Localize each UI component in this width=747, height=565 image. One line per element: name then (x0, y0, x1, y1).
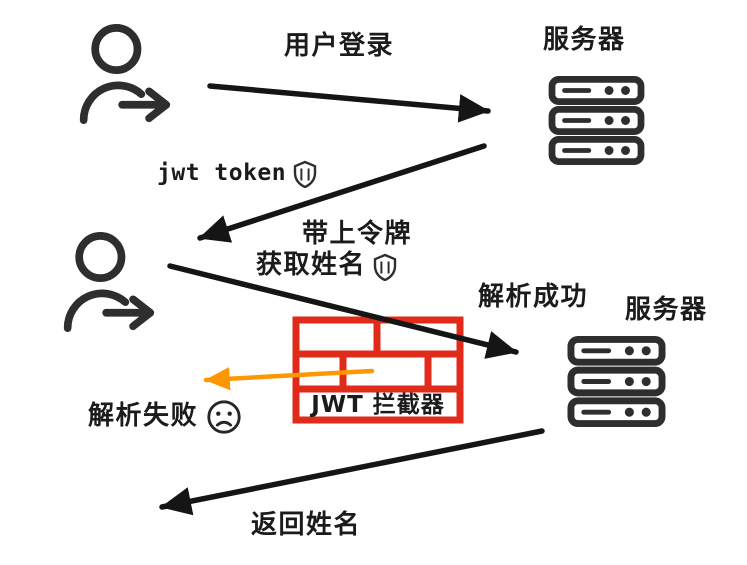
arrow-request (167, 263, 519, 359)
parse-fail-text: 解析失败 (88, 401, 199, 432)
sad-face-icon (207, 400, 241, 434)
server-icon (571, 339, 662, 423)
server-top-label: 服务器 (543, 25, 626, 55)
parse-fail-label: 解析失败 (88, 398, 243, 436)
shield-icon (373, 253, 397, 281)
arrow-return (159, 428, 545, 516)
interceptor-label: JWT 拦截器 (311, 392, 445, 418)
parse-success-label: 解析成功 (478, 282, 589, 312)
jwt-token-label: jwt token (157, 158, 317, 188)
brick-wall-icon (292, 316, 464, 424)
arrow-jwt-token (197, 143, 487, 243)
arrow-login (207, 83, 491, 123)
server-icon (552, 79, 641, 161)
login-label: 用户登录 (284, 31, 395, 61)
request-label-line2: 获取姓名 (256, 250, 397, 281)
request-line2-text: 获取姓名 (256, 250, 367, 281)
jwt-token-text: jwt token (157, 159, 287, 186)
user-icon (84, 28, 167, 120)
server-right-label: 服务器 (625, 295, 708, 325)
user-icon (68, 236, 151, 328)
request-label-line1: 带上令牌 (302, 219, 413, 249)
arrow-parse-fail (203, 367, 375, 391)
shield-icon (293, 160, 317, 188)
return-name-label: 返回姓名 (251, 510, 362, 540)
